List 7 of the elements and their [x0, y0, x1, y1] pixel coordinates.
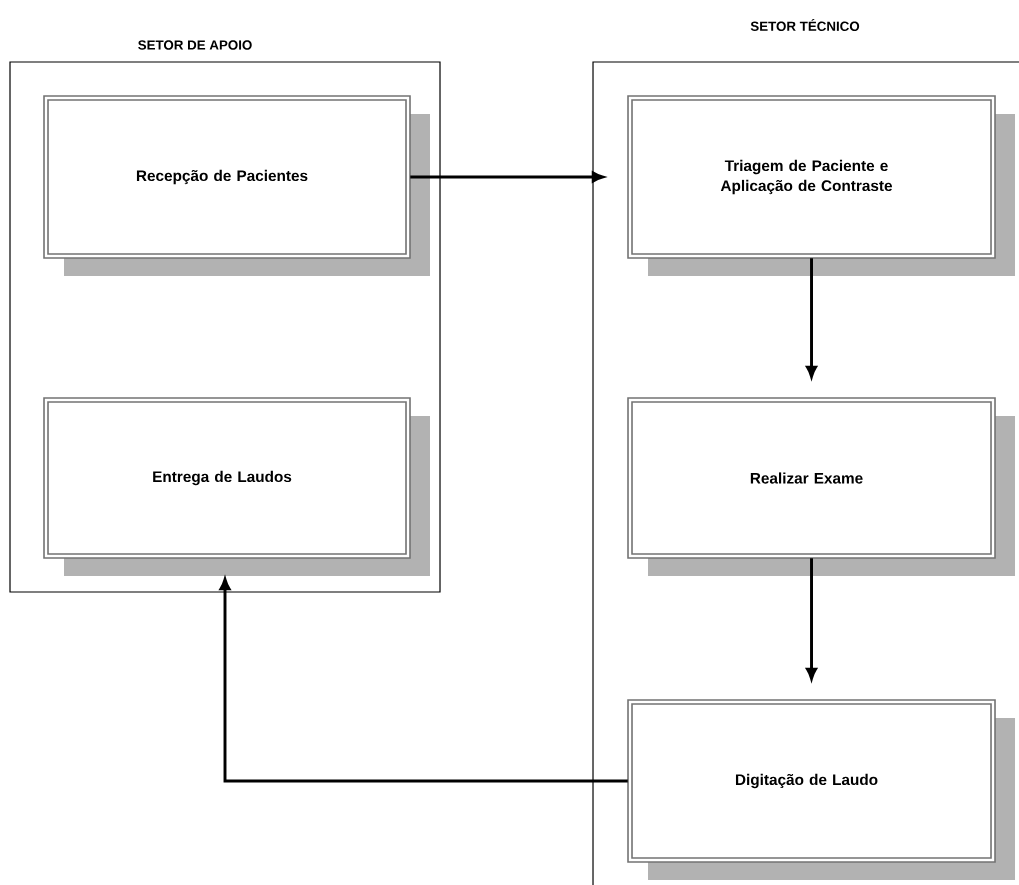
node-label: SETOR DE APOIO — [138, 40, 252, 50]
node-label: SETOR TÉCNICO — [750, 19, 860, 31]
process-box: Realizar Exame — [627, 397, 1015, 576]
process-box: Recepção de Pacientes — [43, 95, 430, 276]
process-box: Entrega de Laudos — [43, 397, 430, 576]
process-box: Digitação de Laudo — [627, 699, 1015, 880]
process-box: Triagem de Paciente e Aplicação de Contraste — [627, 95, 1015, 276]
